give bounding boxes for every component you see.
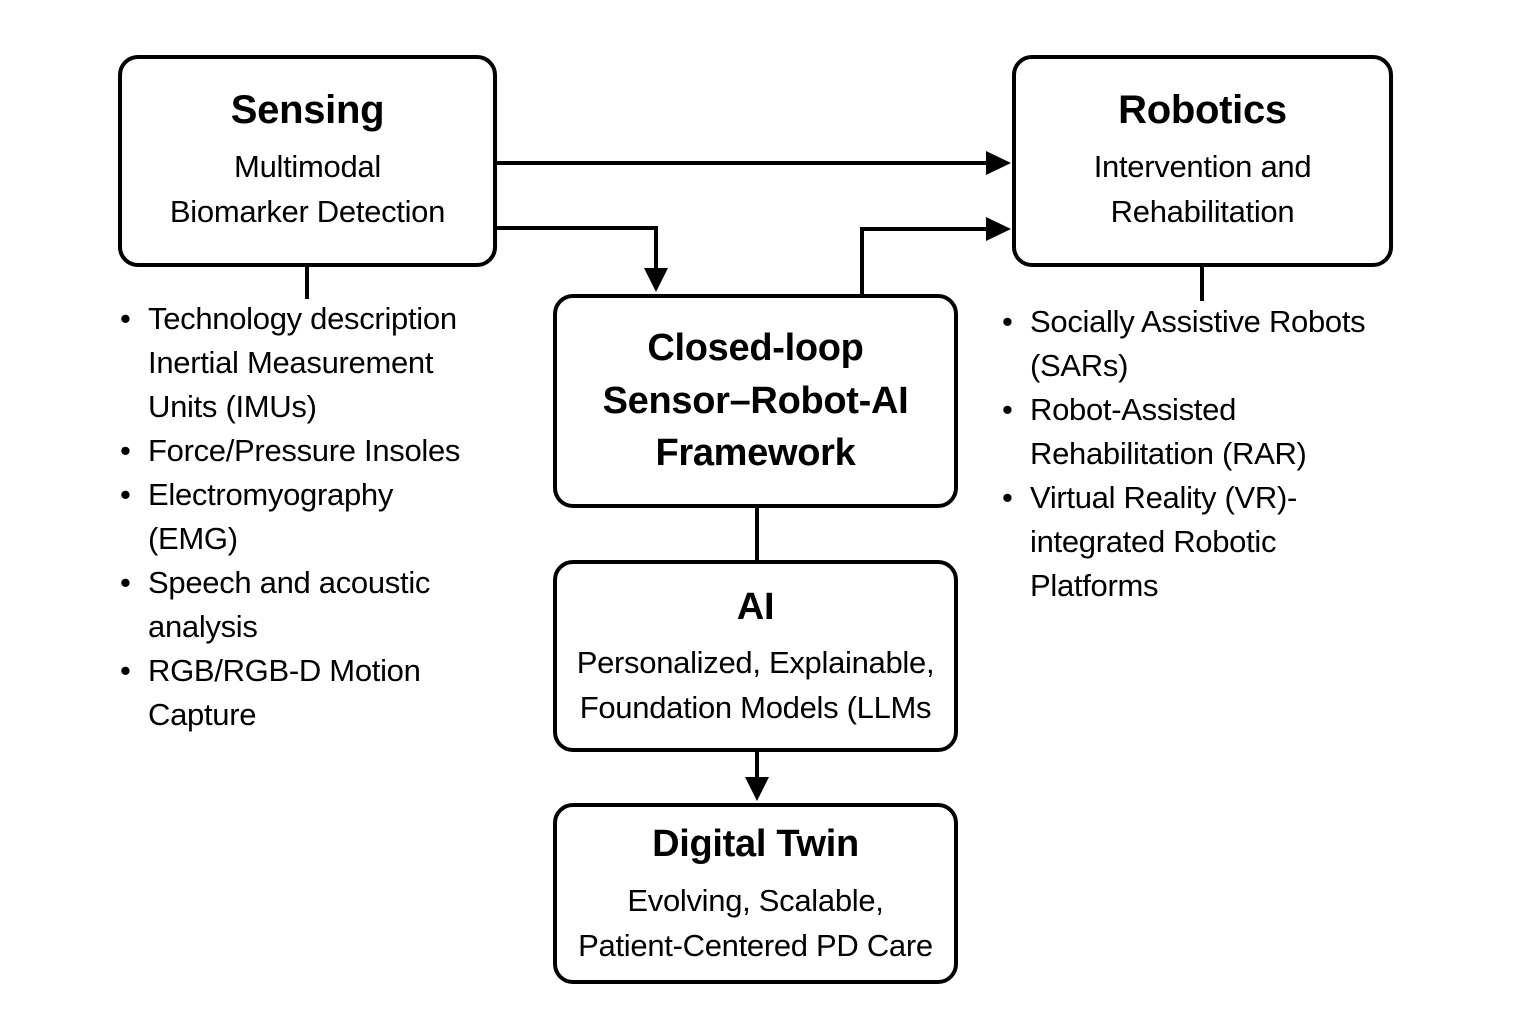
sensing-subtitle: Multimodal Biomarker Detection xyxy=(169,149,446,229)
sensing-box: Sensing Multimodal Biomarker Detection xyxy=(118,55,497,267)
arrow-sensing-to-framework-line xyxy=(497,226,658,270)
ai-title: AI xyxy=(736,585,775,628)
list-item: • Virtual Reality (VR)- integrated Roboti… xyxy=(1002,476,1422,608)
list-item-text: Force/Pressure Insoles xyxy=(148,433,461,468)
digital-twin-title: Digital Twin xyxy=(652,823,859,866)
list-item: • Force/Pressure Insoles xyxy=(120,429,520,473)
bullet-icon: • xyxy=(1002,480,1013,515)
digital-twin-subtitle: Evolving, Scalable, Patient-Centered PD … xyxy=(578,882,933,963)
list-item-text: Virtual Reality (VR)- integrated Robotic… xyxy=(1030,480,1298,603)
arrow-sensing-to-robotics-head xyxy=(986,151,1011,175)
list-item-text: Electromyography (EMG) xyxy=(148,477,394,556)
bullet-icon: • xyxy=(120,433,131,468)
list-item-text: RGB/RGB-D Motion Capture xyxy=(148,653,421,732)
framework-box: Closed-loop Sensor–Robot-AI Framework xyxy=(553,294,958,508)
framework-title: Closed-loop Sensor–Robot-AI Framework xyxy=(602,327,909,475)
robotics-title: Robotics xyxy=(1118,88,1287,133)
bullet-icon: • xyxy=(120,301,131,336)
list-item-text: Robot-Assisted Rehabilitation (RAR) xyxy=(1030,392,1307,471)
list-item: • Technology description Inertial Measure… xyxy=(120,297,520,429)
bullet-icon: • xyxy=(1002,392,1013,427)
sensing-title: Sensing xyxy=(230,88,385,133)
robotics-bullet-list: • Socially Assistive Robots (SARs) • Robot-… xyxy=(1002,300,1422,608)
bullet-icon: • xyxy=(1002,304,1013,339)
list-item: • Robot-Assisted Rehabilitation (RAR) xyxy=(1002,388,1422,476)
arrow-ai-to-twin-head xyxy=(745,777,769,801)
list-item-text: Technology description Inertial Measurem… xyxy=(148,301,457,424)
list-item: • RGB/RGB-D Motion Capture xyxy=(120,649,520,737)
list-item: • Electromyography (EMG) xyxy=(120,473,520,561)
bullet-icon: • xyxy=(120,565,131,600)
list-item-text: Socially Assistive Robots (SARs) xyxy=(1030,304,1366,383)
sensing-bullet-list: • Technology description Inertial Measure… xyxy=(120,297,520,737)
robotics-box: Robotics Intervention and Rehabilitation xyxy=(1012,55,1393,267)
arrow-sensing-to-framework-head xyxy=(644,268,668,292)
bullet-icon: • xyxy=(120,653,131,688)
ai-box: AI Personalized, Explainable, Foundation… xyxy=(553,560,958,752)
arrow-framework-to-robotics-head xyxy=(986,217,1011,241)
ai-subtitle: Personalized, Explainable, Foundation Mo… xyxy=(576,645,935,726)
robotics-subtitle: Intervention and Rehabilitation xyxy=(1093,149,1312,229)
list-item-text: Speech and acoustic analysis xyxy=(148,565,431,644)
bullet-icon: • xyxy=(120,477,131,512)
digital-twin-box: Digital Twin Evolving, Scalable, Patient… xyxy=(553,803,958,984)
arrow-framework-to-robotics-line xyxy=(860,227,988,294)
list-item: • Socially Assistive Robots (SARs) xyxy=(1002,300,1422,388)
list-item: • Speech and acoustic analysis xyxy=(120,561,520,649)
